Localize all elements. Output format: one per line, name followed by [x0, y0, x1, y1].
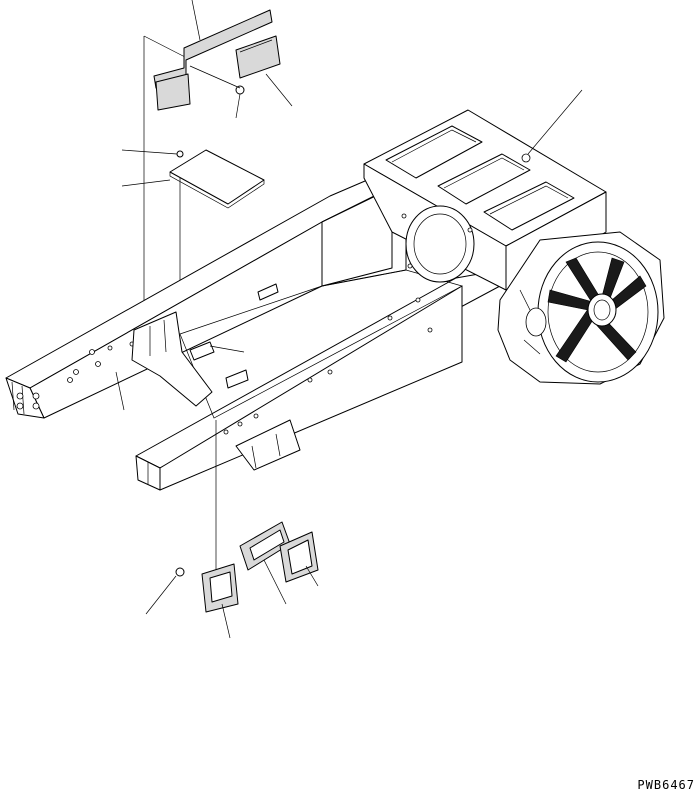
- leader-lower-bolt: [145, 575, 177, 615]
- upper-strip-pad: [153, 9, 273, 89]
- front-bore: [405, 205, 475, 283]
- upper-rect-pad: [155, 73, 191, 111]
- upper-bolt: [235, 85, 245, 95]
- leader-lower-pad-left: [221, 603, 231, 639]
- leader-lower-pad-center: [263, 559, 287, 605]
- assembly-line-top: [143, 35, 188, 59]
- mid-plate: [169, 149, 265, 205]
- upper-square-pad: [235, 35, 281, 79]
- center-bracket: [131, 311, 213, 407]
- leader-square-pad: [265, 73, 293, 107]
- clip-b: [225, 369, 249, 389]
- hub: [587, 293, 617, 327]
- leader-rear-box: [527, 89, 583, 155]
- leader-mid-bolt: [121, 149, 178, 155]
- leader-lower-pad-right: [305, 565, 319, 587]
- lower-pads-group: [145, 420, 319, 639]
- box-fill-port: [521, 153, 531, 163]
- box-opening-2: [437, 153, 531, 205]
- lower-bolt: [175, 567, 185, 577]
- main-frame: [5, 177, 501, 491]
- mid-plate-group: [121, 149, 265, 209]
- clip-a: [189, 341, 215, 361]
- leader-bolt: [235, 93, 241, 119]
- drawing-id-label: PWB6467: [637, 778, 695, 792]
- box-opening-3: [483, 181, 575, 231]
- final-drive-housing: [497, 231, 665, 385]
- upper-pads-group: [143, 0, 293, 390]
- clip-c: [257, 283, 279, 301]
- mid-bolt: [176, 150, 184, 158]
- inner-rail-face: [321, 187, 393, 287]
- leader-clip: [209, 345, 245, 353]
- lower-hanger: [235, 419, 301, 471]
- leader-mid-plate: [121, 179, 171, 187]
- leader-strip-pad: [191, 0, 201, 41]
- box-opening-1: [385, 125, 483, 179]
- leader-bracket: [115, 371, 125, 411]
